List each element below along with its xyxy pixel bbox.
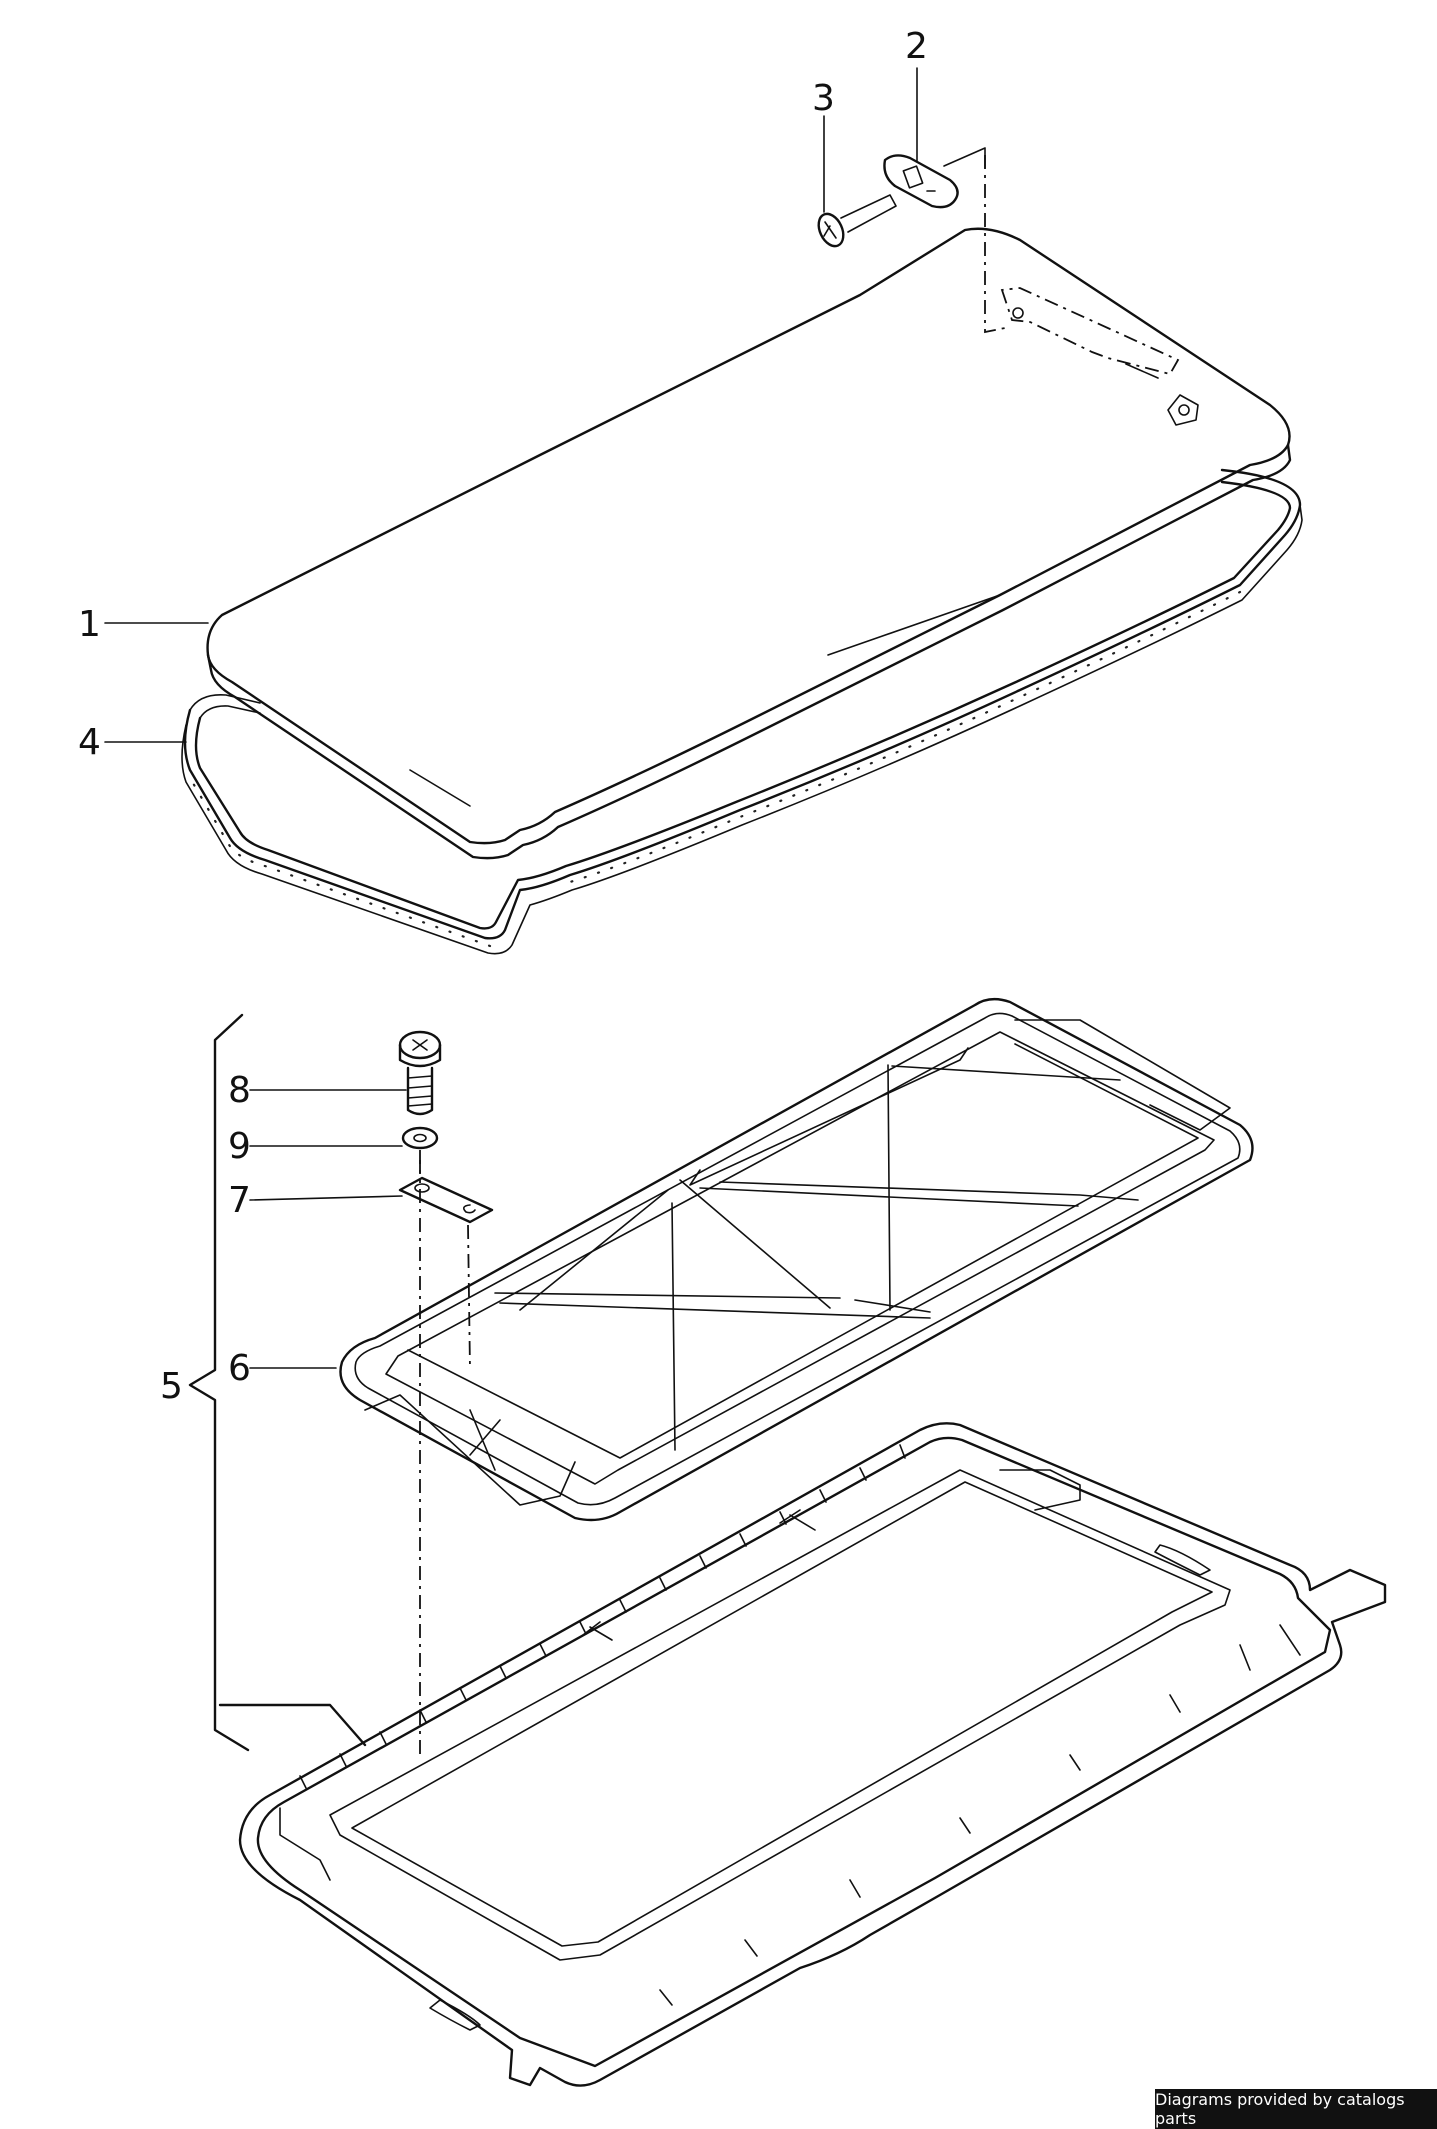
callout-3: 3 [812, 78, 835, 119]
plate-part-2 [883, 147, 986, 209]
group-brace [188, 1013, 250, 1752]
callout-2: 2 [905, 26, 928, 67]
bolt-part-8 [398, 1030, 442, 1116]
assembly-line-right [467, 1224, 471, 1371]
seal-part-4 [181, 468, 1303, 955]
credit-banner: Diagrams provided by catalogs parts [1155, 2089, 1437, 2129]
inner-frame-part-6 [339, 997, 1254, 1522]
callout-5: 5 [160, 1366, 183, 1407]
hinge-bracket-outline [984, 155, 1199, 426]
callout-4: 4 [78, 722, 101, 763]
plate-part-7 [398, 1176, 494, 1224]
group-brace-leader [218, 1703, 367, 1747]
callout-7: 7 [228, 1180, 251, 1221]
washer-part-9 [401, 1126, 439, 1150]
callout-8: 8 [228, 1070, 251, 1111]
callout-9: 9 [228, 1126, 251, 1167]
glass-panel-part-1 [206, 155, 1292, 860]
callout-1: 1 [78, 604, 101, 645]
leader-7 [249, 1195, 403, 1201]
outer-frame-part-5 [238, 1422, 1387, 2087]
callout-6: 6 [228, 1348, 251, 1389]
screw-part-3 [817, 194, 897, 248]
